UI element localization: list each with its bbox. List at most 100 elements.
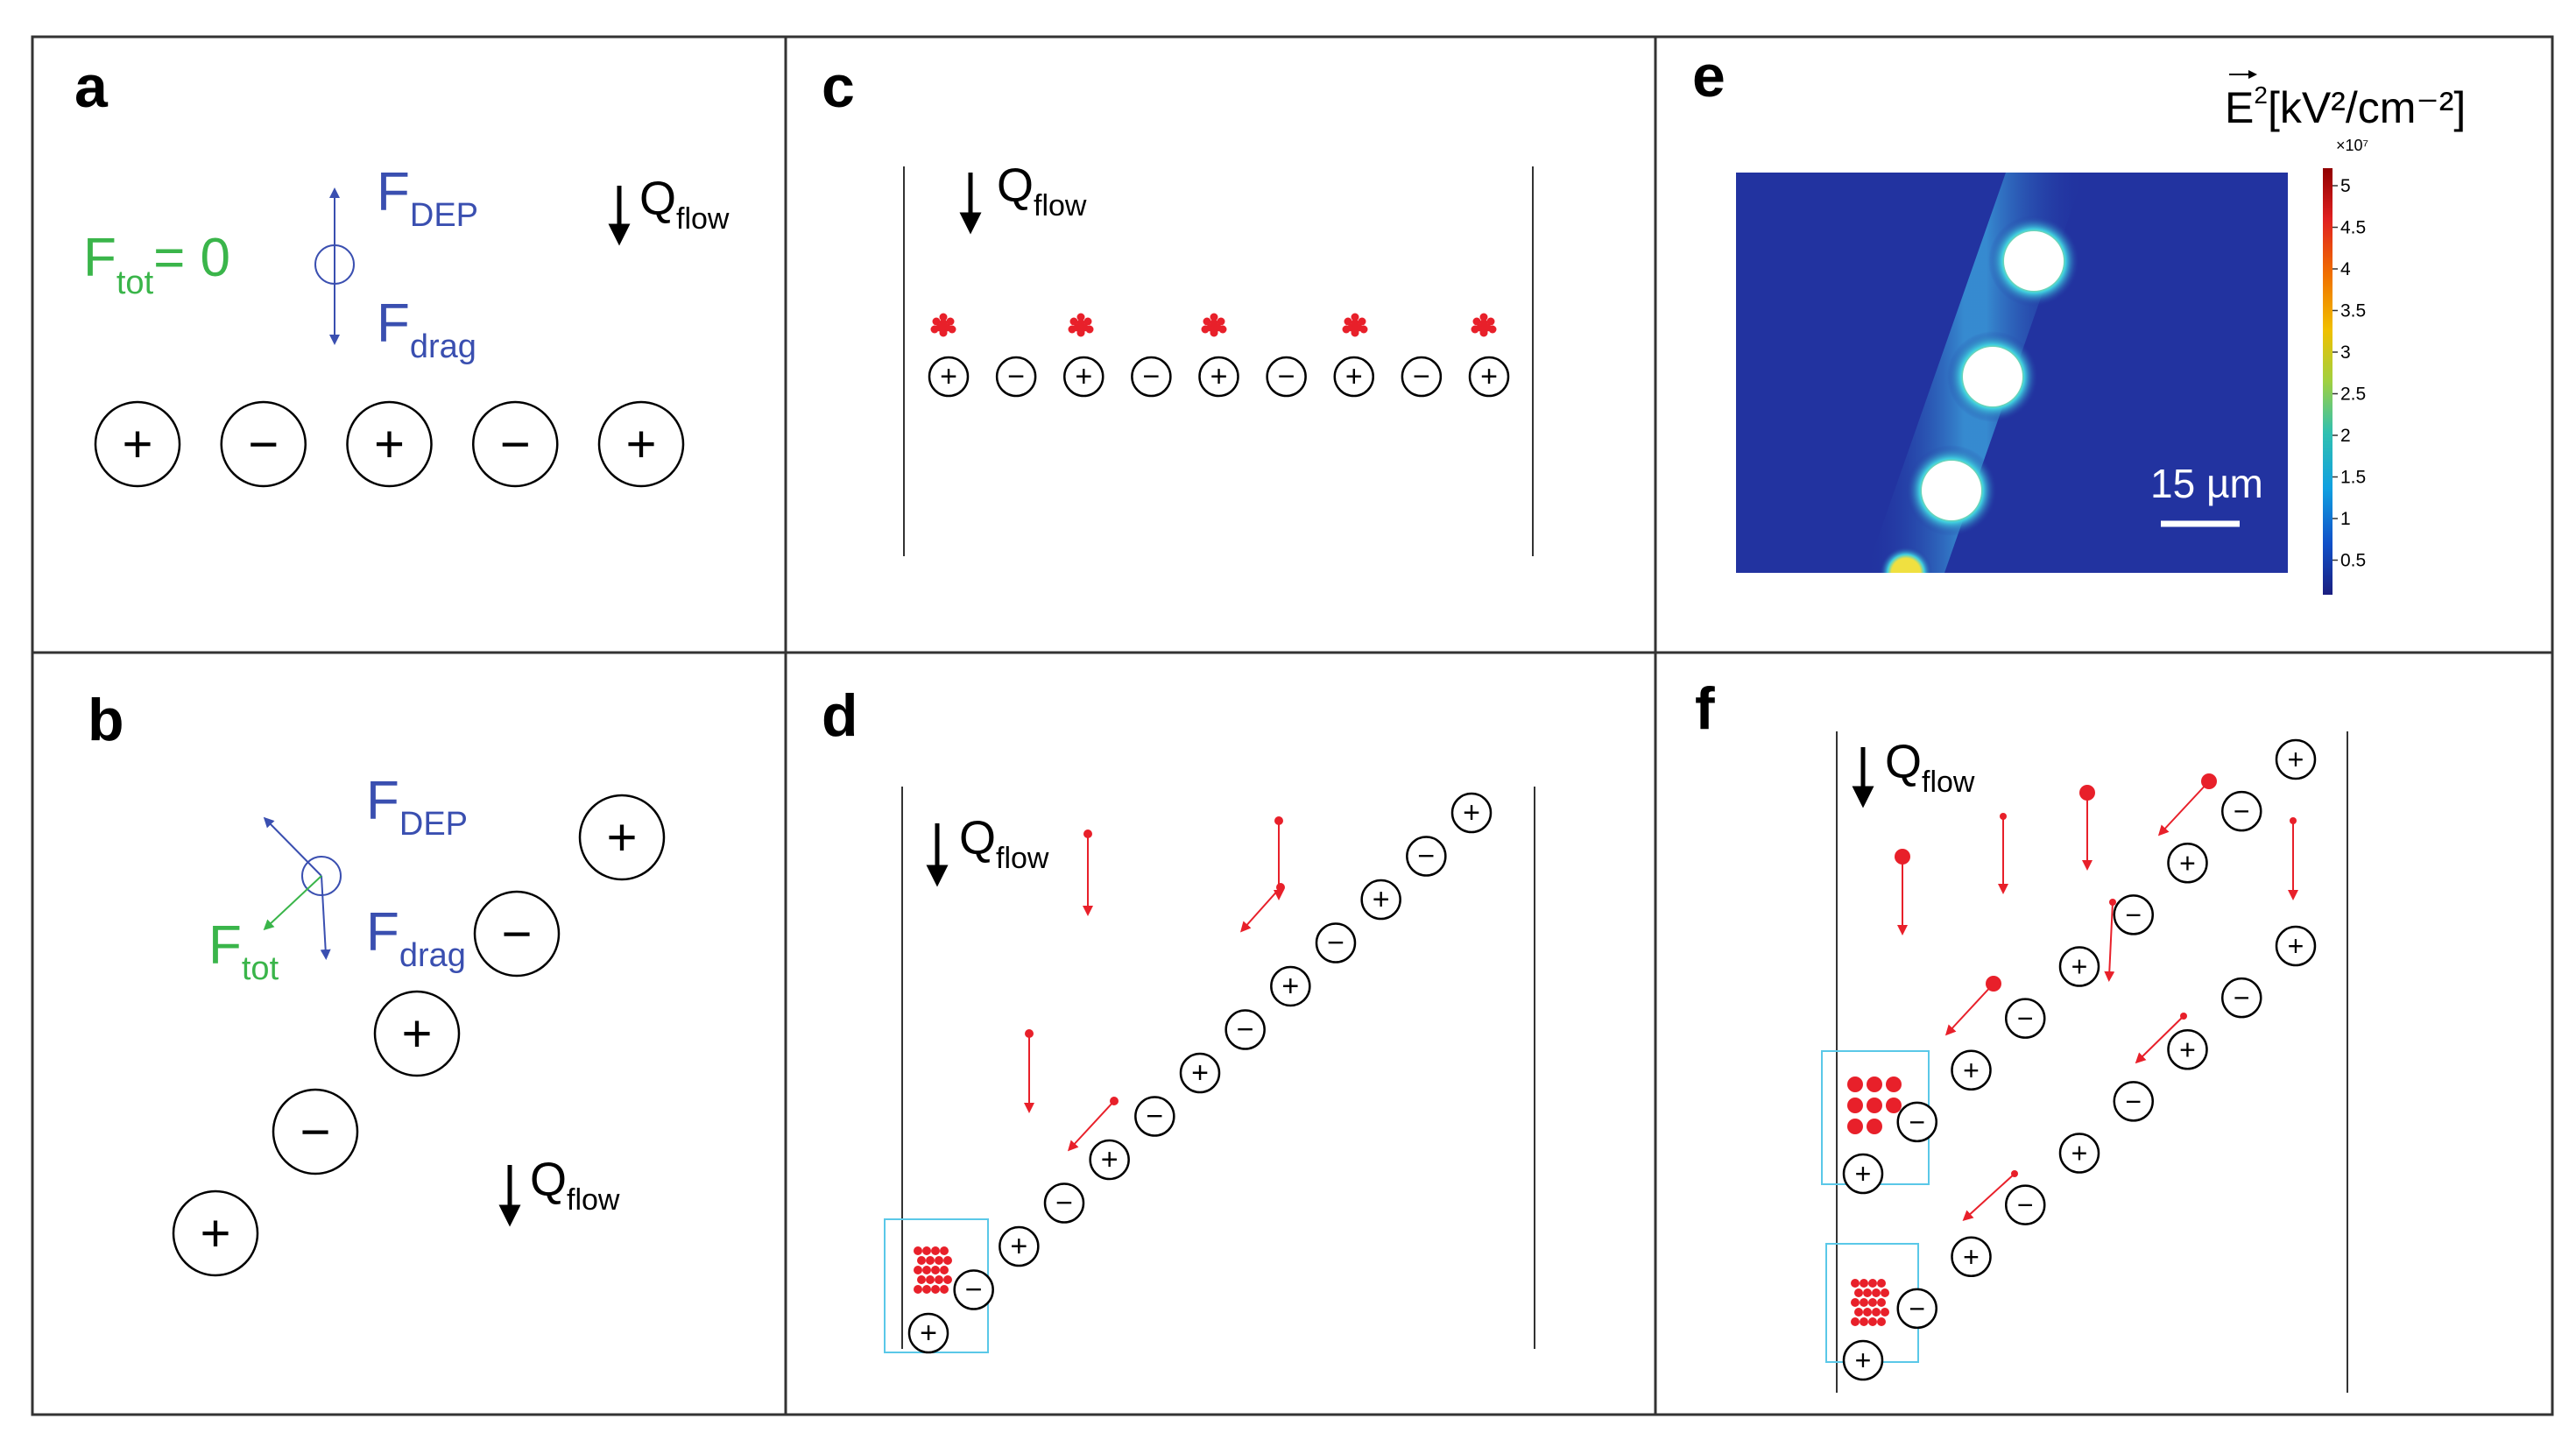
particle-cluster-c-0 [930,313,956,337]
colorbar-tick-label-9: 0.5 [2340,551,2366,571]
trajectories-d [914,816,1285,1294]
electrode-f-top-0: + [1842,1153,1884,1195]
electrode-d-6: + [1179,1052,1221,1094]
panel-letter-e: e [1692,43,1726,109]
colorbar-multiplier: ×10⁷ [2336,137,2368,154]
electrode-f-top-7: − [2221,790,2262,832]
q-flow-label-b: Qflow [530,1154,620,1217]
electrode-d-11: − [1406,836,1447,877]
electrode-f-top-2: + [1951,1049,1992,1091]
electrode-d-10: + [1360,879,1401,921]
q-flow-label-f: Qflow [1885,736,1975,799]
electrode-f-top-2-symbol: + [1963,1055,1980,1086]
electrode-f-top-8-symbol: + [2288,744,2304,775]
electrode-d-12-symbol: + [1463,796,1480,829]
electrode-c-1: − [995,356,1037,398]
electrode-f-bottom-8: + [2275,925,2317,967]
particle-cluster-c-3 [1342,313,1368,337]
electrode-f-bottom-3-symbol: − [2017,1189,2034,1221]
electrode-c-0-symbol: + [940,360,957,393]
panel-grid [31,35,2554,1416]
trajectory-f-4 [2288,817,2298,900]
electrode-a-2: + [346,400,433,488]
electrode-f-top-6: + [2167,843,2208,884]
electrode-a-2-symbol: + [374,415,405,474]
electrode-f-bottom-5-symbol: − [2125,1085,2142,1117]
electrode-a-0-symbol: + [122,415,152,474]
electrode-d-3-symbol: − [1055,1187,1073,1220]
particle-cluster-c-1 [1068,313,1094,337]
electrode-f-top-7-symbol: − [2234,795,2250,827]
colorbar-tick-label-3: 3.5 [2340,301,2366,321]
electrode-c-8: + [1468,356,1510,398]
electrode-c-7: − [1401,356,1443,398]
electrode-f-bottom-0-symbol: + [1855,1345,1872,1376]
trajectory-f-7 [2135,1013,2187,1064]
electrode-d-0-symbol: + [920,1316,937,1350]
electrode-d-3: − [1043,1182,1085,1224]
electrode-f-top-3: − [2005,998,2046,1039]
colorbar-tick-label-8: 1 [2340,509,2351,529]
colorbar-tick-label-7: 1.5 [2340,468,2366,488]
particle-cluster-c-2 [1201,313,1227,337]
panel-letter-f: f [1695,675,1715,742]
electrode-d-7-symbol: − [1237,1013,1254,1047]
trajectory-d-1 [1274,816,1284,900]
electrodes-f: +−+−+−+−++−+−+−+−+ [1842,738,2317,1381]
electrode-c-4: + [1198,356,1239,398]
f-dep-arrow-b [263,816,322,877]
electrode-c-5-symbol: − [1278,360,1295,393]
trajectory-f-3 [2157,773,2217,836]
electrode-c-8-symbol: + [1480,360,1498,393]
electrode-b-2-symbol: + [401,1005,432,1063]
f-dep-label-a: FDEP [377,162,478,234]
electrode-d-0: + [907,1312,949,1354]
colorbar-title: E2[kV²/cm⁻²] [2225,81,2466,132]
electrode-c-4-symbol: + [1210,360,1228,393]
electrode-d-5: − [1134,1096,1175,1137]
electrode-f-bottom-5: − [2113,1081,2154,1122]
electrode-f-bottom-1: − [1896,1288,1937,1330]
particle-b [301,856,342,896]
electrode-b-4-symbol: + [606,808,637,867]
electrode-d-12: + [1450,792,1493,834]
electrode-b-2: + [373,990,461,1077]
trajectory-f-5 [2104,899,2116,982]
trajectory-d-2 [1240,883,1285,933]
q-flow-label-c: Qflow [997,159,1087,222]
electrode-f-top-8: + [2275,738,2317,780]
electrode-d-11-symbol: − [1417,840,1435,873]
electrode-c-2: + [1063,356,1105,398]
particle-clusters-c [930,313,1497,337]
colorbar-tick-label-0: 5 [2340,176,2351,196]
f-drag-label-b: Fdrag [366,902,466,974]
panel-letter-b: b [88,687,124,753]
electrode-d-10-symbol: + [1373,883,1390,916]
panel-f: f Qflow +−+−+−+−++−+−+−+−+ [1695,675,2348,1393]
electrode-d-6-symbol: + [1191,1056,1209,1090]
pillar-1 [2004,231,2064,291]
electrode-d-9-symbol: − [1327,927,1344,960]
electrodes-b: +−+−+ [172,794,666,1277]
particle-cluster-c-4 [1471,313,1497,337]
electrode-f-bottom-4: + [2058,1133,2100,1174]
electrode-d-2: + [999,1225,1040,1267]
electrode-b-3: − [473,890,561,978]
electrode-a-1: − [220,400,307,488]
f-drag-label-a: Fdrag [377,293,476,365]
electrode-f-top-1-symbol: − [1909,1106,1925,1138]
electrode-f-top-4: + [2058,946,2100,987]
electrode-f-bottom-0: + [1842,1339,1884,1381]
electrode-f-top-6-symbol: + [2179,847,2196,879]
f-tot-label-a: Ftot= 0 [83,228,230,301]
electrode-c-0: + [928,356,970,398]
trajectories-f [1847,773,2298,1326]
electrode-b-1-symbol: − [300,1103,330,1161]
panel-c: c Qflow +−+−+−+−+ [822,53,1534,556]
electrode-a-1-symbol: − [248,415,279,474]
field-map: 15 µm [1736,173,2288,573]
electrode-f-bottom-2: + [1951,1236,1992,1277]
electrode-d-5-symbol: − [1146,1100,1163,1133]
colorbar-tick-label-6: 2 [2340,426,2351,446]
